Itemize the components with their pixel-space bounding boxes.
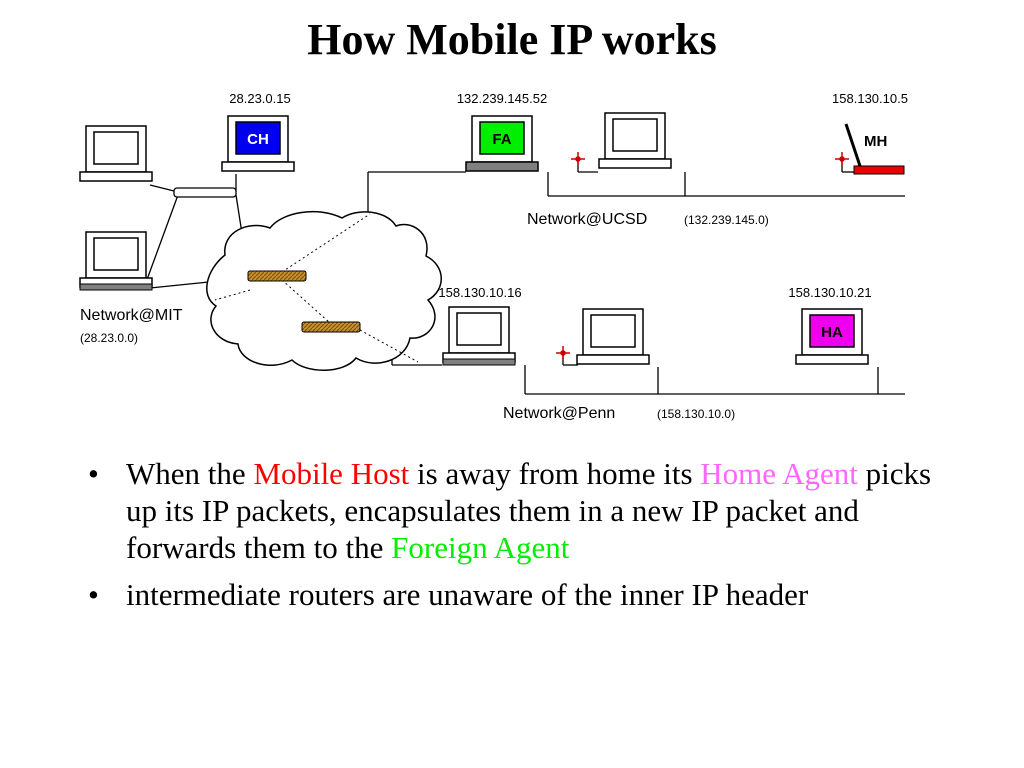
router-2 — [301, 321, 361, 333]
penn-network-name: Network@Penn — [503, 405, 615, 422]
foreign-agent-term: Foreign Agent — [391, 530, 570, 565]
ch-computer: CH — [221, 115, 295, 172]
mit-computer-2 — [79, 231, 153, 291]
router-1 — [247, 270, 307, 282]
ucsd-antenna-icon — [571, 152, 585, 166]
mh-antenna-icon — [835, 152, 849, 166]
ch-ip: 28.23.0.15 — [229, 91, 290, 106]
home-agent-term: Home Agent — [700, 456, 858, 491]
penn-antenna-icon — [556, 346, 570, 360]
bullet-item-1: • When the Mobile Host is away from home … — [84, 455, 944, 566]
bullet-item-2: • intermediate routers are unaware of the… — [84, 576, 944, 613]
mit-network-addr: (28.23.0.0) — [80, 331, 138, 345]
bullet-2-text: intermediate routers are unaware of the … — [126, 577, 809, 612]
mh-label: MH — [864, 133, 887, 150]
ha-ip: 158.130.10.21 — [788, 285, 871, 300]
mh-ip: 158.130.10.5 — [832, 91, 908, 106]
fa-ip: 132.239.145.52 — [457, 91, 547, 106]
fa-computer: FA — [465, 115, 539, 172]
bullet-list: • When the Mobile Host is away from home … — [84, 455, 944, 623]
bullet-dot: • — [88, 577, 99, 612]
internet-cloud — [206, 210, 442, 371]
mobile-ip-diagram: CH FA MH — [79, 91, 908, 422]
mh-laptop: MH — [844, 123, 905, 175]
ch-label: CH — [247, 131, 269, 148]
mit-network-name: Network@MIT — [80, 307, 183, 324]
ha-label: HA — [821, 324, 843, 341]
ucsd-computer — [598, 112, 672, 169]
bullet-dot: • — [88, 456, 99, 491]
bullet-1-text-a: When the — [126, 456, 254, 491]
penn-gateway-computer — [442, 306, 516, 366]
bullet-1-text-b: is away from home its — [409, 456, 701, 491]
mit-computer-1 — [79, 125, 153, 182]
penn-network-addr: (158.130.10.0) — [657, 407, 735, 421]
ha-computer: HA — [795, 308, 869, 365]
cloud-paths — [214, 213, 419, 363]
mit-hub — [173, 187, 237, 198]
fa-label: FA — [492, 131, 511, 148]
ucsd-network-addr: (132.239.145.0) — [684, 213, 769, 227]
penn-computer — [576, 308, 650, 365]
ucsd-network-name: Network@UCSD — [527, 211, 647, 228]
penn-gateway-ip: 158.130.10.16 — [438, 285, 521, 300]
page-title: How Mobile IP works — [307, 15, 717, 64]
bullet-1-text-c: picks up its IP packets, encapsulates th… — [126, 456, 932, 565]
mobile-host-term: Mobile Host — [253, 456, 410, 491]
